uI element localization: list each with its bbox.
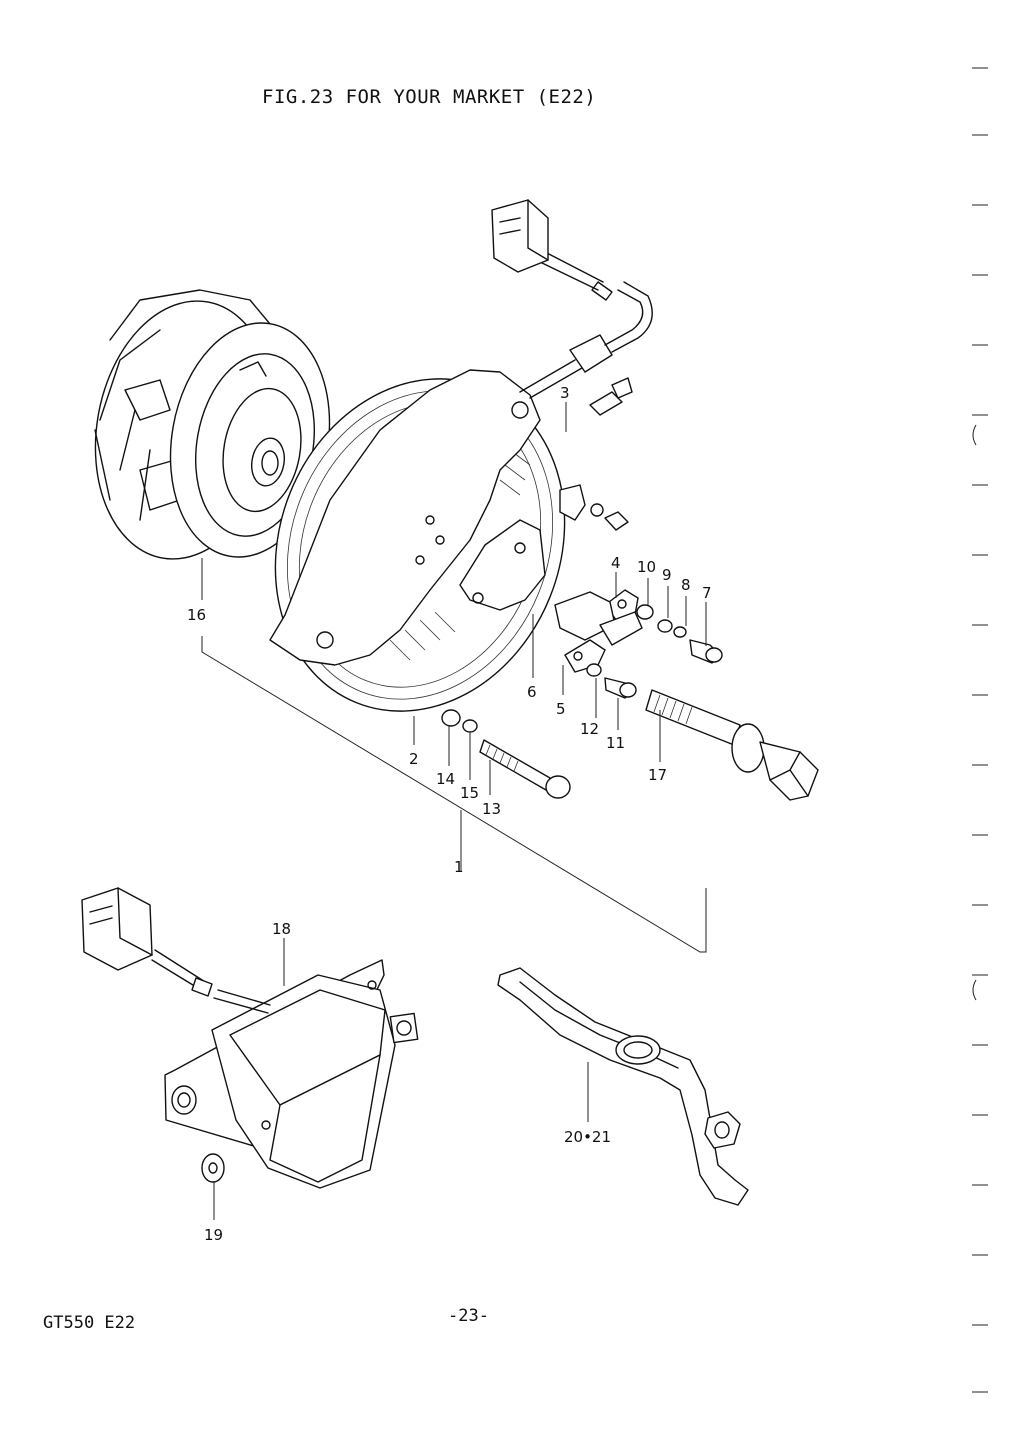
callout-10: 10 <box>637 558 656 576</box>
callout-14: 14 <box>436 770 455 788</box>
callout-9: 9 <box>662 566 672 584</box>
callout-15: 15 <box>460 784 479 802</box>
leader-lines <box>201 402 707 1220</box>
callout-11: 11 <box>606 734 625 752</box>
page-number: -23- <box>448 1306 489 1326</box>
callout-3: 3 <box>560 384 570 402</box>
callout-4: 4 <box>611 554 621 572</box>
callout-16: 16 <box>187 606 206 624</box>
brush-holder-parts <box>441 377 819 801</box>
regulator-rectifier-part <box>81 887 419 1189</box>
callout-19: 19 <box>204 1226 223 1244</box>
figure-title: FIG.23 FOR YOUR MARKET (E22) <box>262 86 597 108</box>
callout-17: 17 <box>648 766 667 784</box>
callout-12: 12 <box>580 720 599 738</box>
model-code: GT550 E22 <box>43 1313 136 1333</box>
stator-part <box>269 199 653 712</box>
bracket-part <box>497 967 749 1206</box>
margin-ticks <box>972 67 988 1393</box>
callout-1: 1 <box>454 858 464 876</box>
callout-7: 7 <box>702 584 712 602</box>
callout-20-21: 20•21 <box>564 1128 611 1146</box>
callout-6: 6 <box>527 683 537 701</box>
callout-2: 2 <box>409 750 419 768</box>
callout-8: 8 <box>681 576 691 594</box>
callout-5: 5 <box>556 700 566 718</box>
callout-labels: 1 2 3 4 5 6 7 8 9 10 11 12 13 14 15 16 1… <box>187 384 712 1244</box>
callout-18: 18 <box>272 920 291 938</box>
callout-13: 13 <box>482 800 501 818</box>
